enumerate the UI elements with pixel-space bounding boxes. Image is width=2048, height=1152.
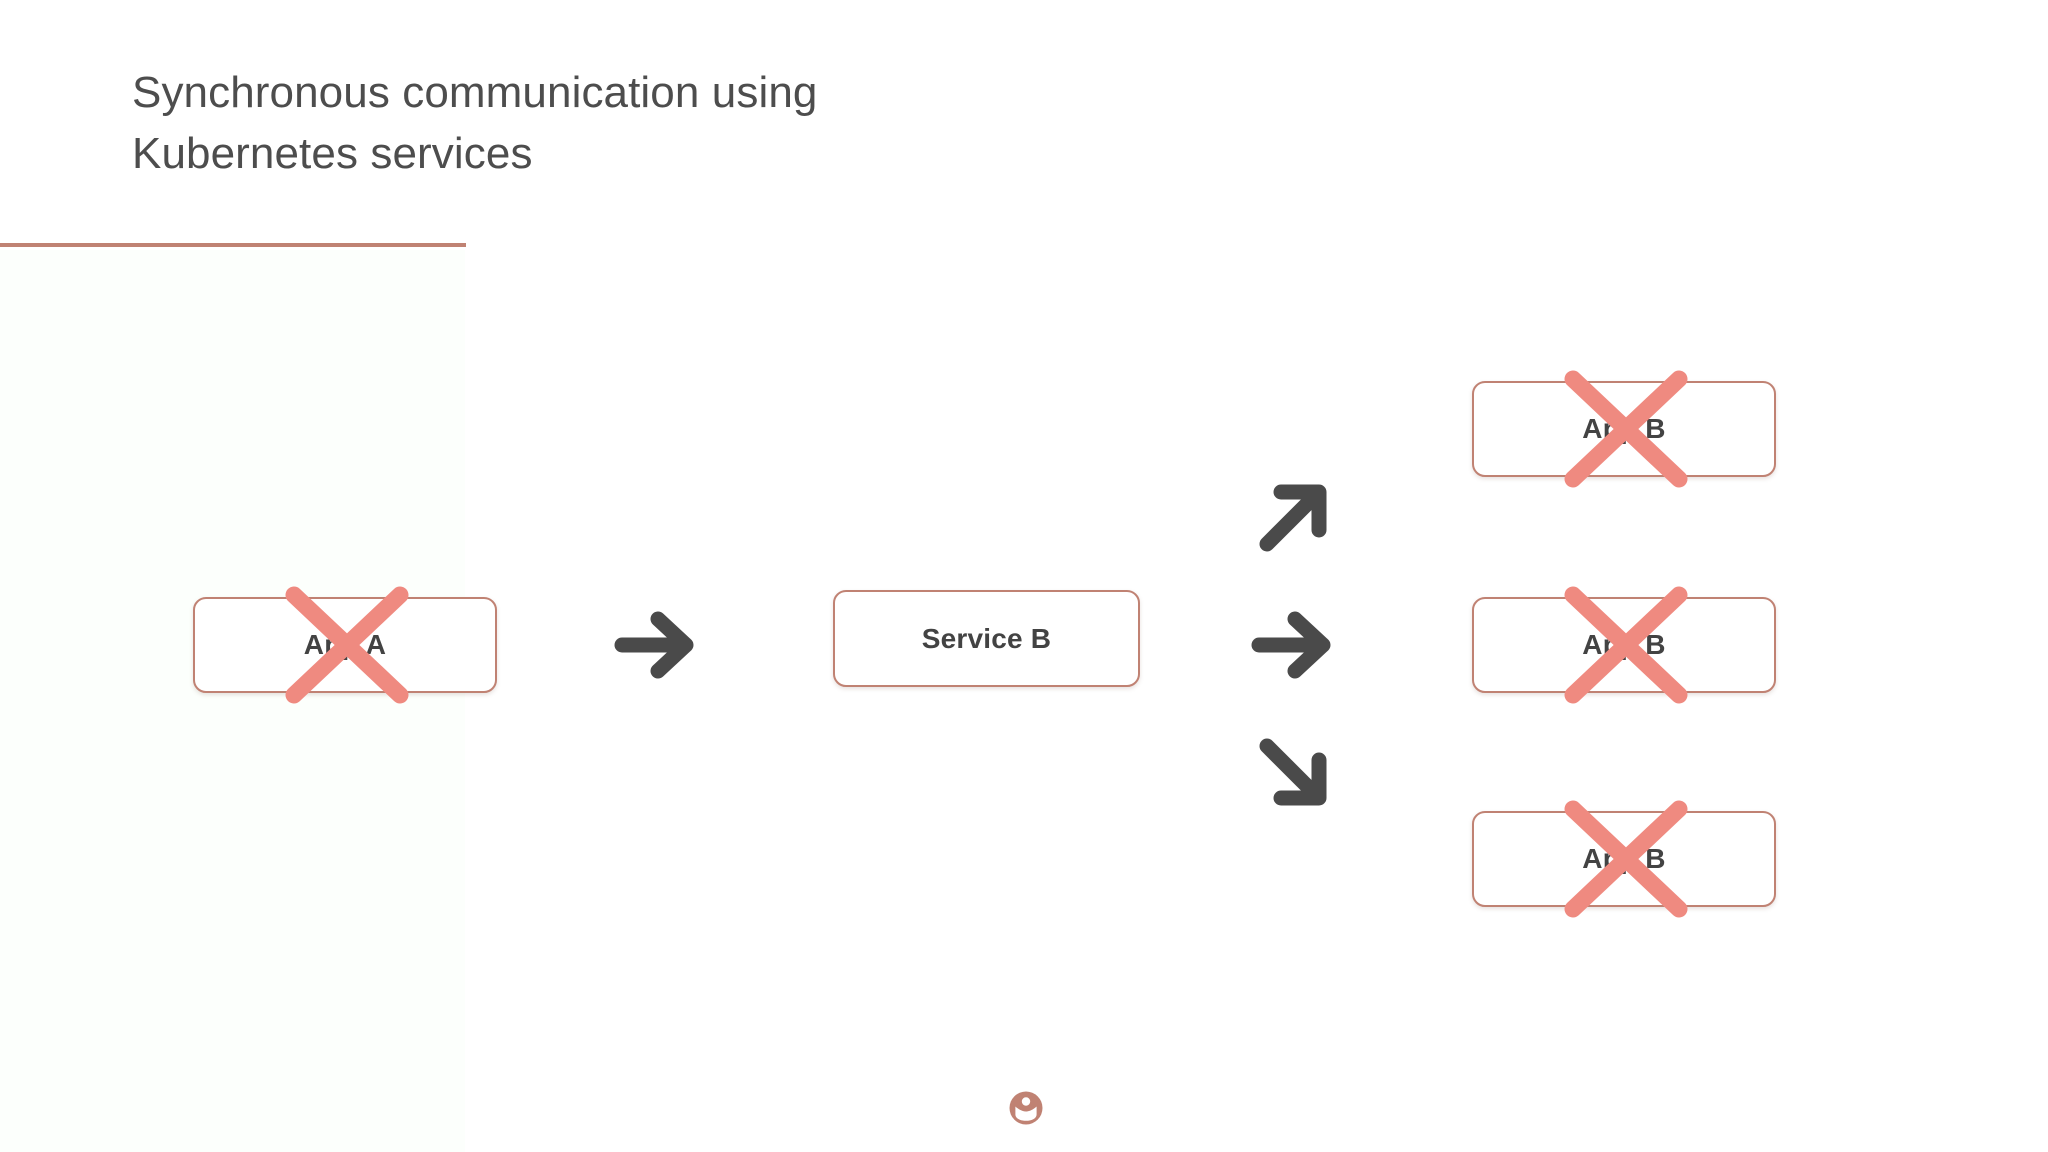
background-panel xyxy=(0,250,465,1152)
node-app-b-3-label: App B xyxy=(1582,843,1666,874)
page-title: Synchronous communication using Kubernet… xyxy=(132,62,1232,184)
node-app-a[interactable]: App A xyxy=(193,597,497,693)
node-app-b-2-label: App B xyxy=(1582,629,1666,660)
arrow-right-icon-service-b-to-app-b-2 xyxy=(1245,597,1341,693)
node-app-b-1-label: App B xyxy=(1582,413,1666,444)
node-service-b-label: Service B xyxy=(921,622,1052,654)
title-underline-rule xyxy=(0,243,466,247)
page-title-line-1: Synchronous communication using xyxy=(132,68,818,117)
node-app-b-2[interactable]: App B xyxy=(1472,597,1776,693)
node-app-a-label: App A xyxy=(303,629,387,660)
node-app-b-1[interactable]: App B xyxy=(1472,381,1776,477)
page-title-line-2: Kubernetes services xyxy=(132,129,533,178)
arrow-up-right-icon-service-b-to-app-b-1 xyxy=(1245,470,1341,566)
node-app-b-3[interactable]: App B xyxy=(1472,811,1776,907)
arrow-down-right-icon-service-b-to-app-b-3 xyxy=(1245,724,1341,820)
arrow-right-icon-app-a-to-service-b xyxy=(608,597,704,693)
person-badge-logo-icon xyxy=(1007,1089,1045,1127)
node-service-b[interactable]: Service B xyxy=(833,590,1140,687)
